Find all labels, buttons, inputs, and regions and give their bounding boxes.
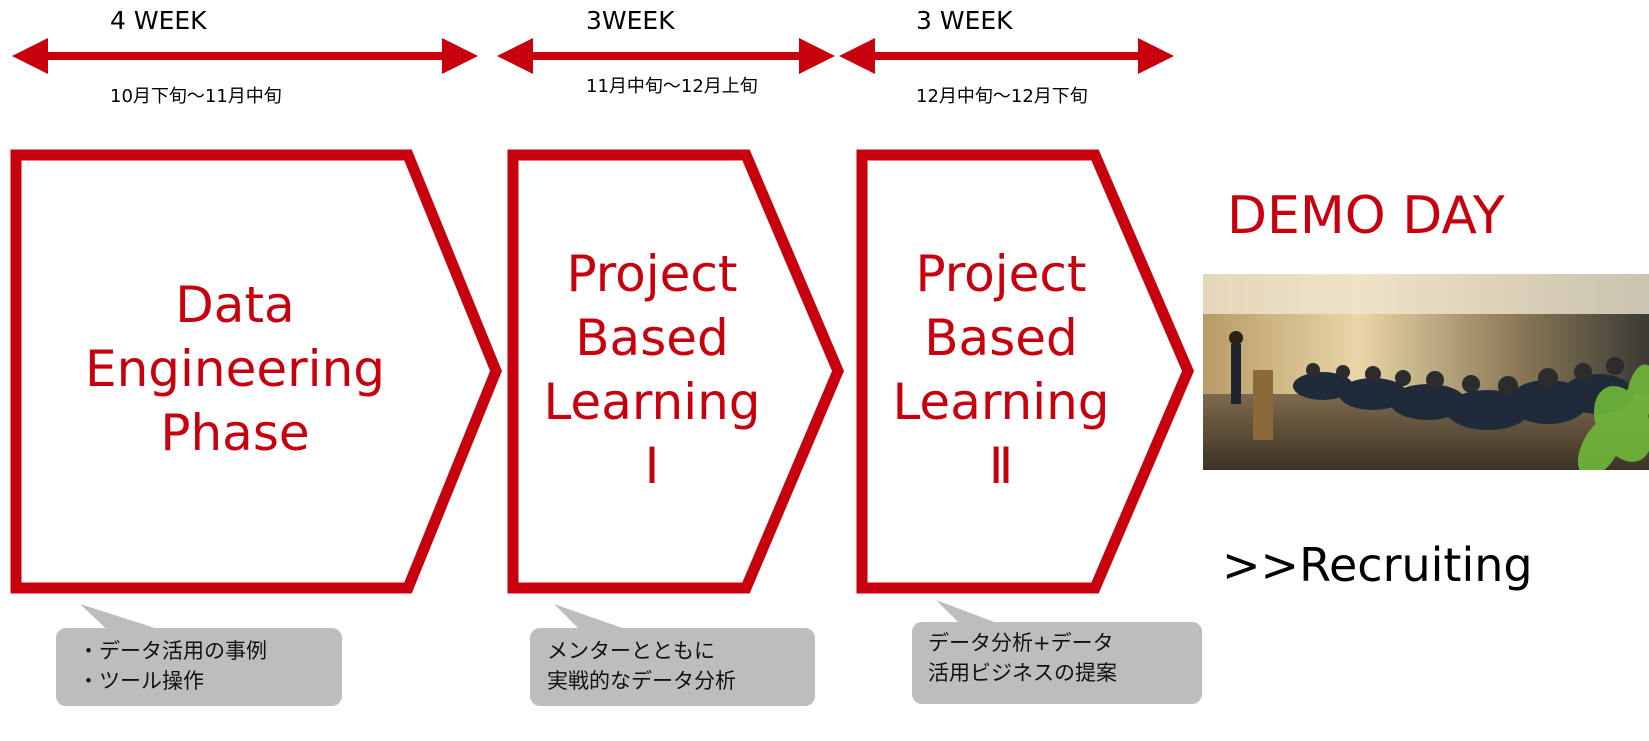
phase-3-title: Project Based Learning Ⅱ xyxy=(876,242,1126,498)
segment-1-period: 10月下旬～11月中旬 xyxy=(110,86,282,107)
event-photo-icon xyxy=(1203,274,1649,470)
segment-2-period: 11月中旬～12月上旬 xyxy=(586,76,758,97)
phase-1-note-2: ・ツール操作 xyxy=(78,669,204,693)
phase-1-line-2: Engineering xyxy=(85,340,385,398)
segment-3-period: 12月中旬～12月下旬 xyxy=(916,86,1088,107)
segment-2-duration: 3WEEK xyxy=(586,6,675,35)
segment-1-duration: 4 WEEK xyxy=(110,6,207,35)
phase-2-note-1: メンターとともに xyxy=(547,639,715,663)
callout-1 xyxy=(56,604,342,706)
phase-3-notes: データ分析+データ 活用ビジネスの提案 xyxy=(928,628,1117,688)
phase-2-line-2: Based xyxy=(575,309,729,367)
phase-1-title: Data Engineering Phase xyxy=(40,273,430,465)
arrow-3-week-2 xyxy=(839,38,1174,74)
phase-frame-2 xyxy=(507,149,844,594)
phase-frame-3 xyxy=(856,149,1194,594)
phase-2-line-1: Project xyxy=(566,245,738,303)
phase-1-note-1: ・データ活用の事例 xyxy=(78,639,267,663)
phase-1-line-1: Data xyxy=(175,276,295,334)
arrow-4-week xyxy=(12,38,478,74)
callout-2 xyxy=(530,604,815,706)
phase-3-line-1: Project xyxy=(915,245,1087,303)
phase-2-line-3: Learning xyxy=(543,373,761,431)
segment-3-duration: 3 WEEK xyxy=(916,6,1013,35)
recruiting-label: >>Recruiting xyxy=(1222,538,1533,592)
phase-frame-1 xyxy=(10,149,502,594)
phase-2-title: Project Based Learning Ⅰ xyxy=(527,242,777,498)
phase-1-notes: ・データ活用の事例 ・ツール操作 xyxy=(78,636,267,696)
demo-day-title: DEMO DAY xyxy=(1227,186,1505,246)
phase-1-line-3: Phase xyxy=(160,404,310,462)
callout-3 xyxy=(912,600,1202,704)
phase-3-line-2: Based xyxy=(924,309,1078,367)
phase-2-note-2: 実戦的なデータ分析 xyxy=(547,669,736,693)
phase-2-line-4: Ⅰ xyxy=(644,437,660,495)
phase-3-line-3: Learning xyxy=(892,373,1110,431)
phase-3-note-2: 活用ビジネスの提案 xyxy=(928,661,1117,685)
arrow-3-week-1 xyxy=(497,38,835,74)
phase-2-notes: メンターとともに 実戦的なデータ分析 xyxy=(547,636,736,696)
phase-3-line-4: Ⅱ xyxy=(988,437,1014,495)
phase-3-note-1: データ分析+データ xyxy=(928,631,1114,655)
